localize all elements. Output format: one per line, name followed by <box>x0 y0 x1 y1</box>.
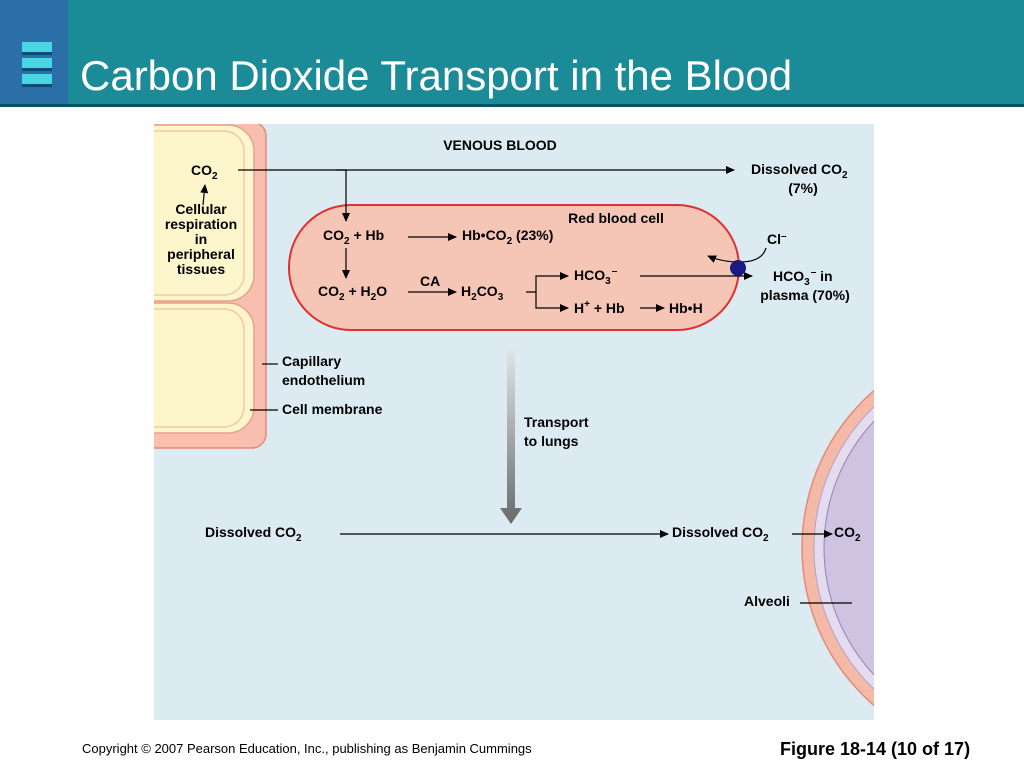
label-cellular-respiration: tissues <box>177 261 225 277</box>
logo-bar <box>22 42 52 55</box>
figure-number: Figure 18-14 (10 of 17) <box>780 739 971 759</box>
label-capillary-endothelium: Capillary <box>282 353 341 369</box>
slide-logo-icon <box>0 0 68 106</box>
tissue-cell-membrane <box>154 130 245 296</box>
tissue-cell-membrane <box>154 308 245 428</box>
logo-bar <box>22 58 52 71</box>
bracket-dissociation <box>526 275 540 309</box>
label-carbonic-anhydrase: CA <box>420 273 440 289</box>
header-divider <box>0 104 1024 107</box>
arrow-respiration-co2 <box>200 184 209 206</box>
label-cellular-respiration: Cellular <box>175 201 227 217</box>
alveolus <box>823 420 874 676</box>
transport-arrow <box>500 347 522 524</box>
label-co2-h2o: CO2 + H2O <box>318 283 387 303</box>
label-venous-blood: VENOUS BLOOD <box>443 137 557 153</box>
label-plasma-percent: plasma (70%) <box>760 287 849 303</box>
label-transport-to-lungs: Transport <box>524 414 589 430</box>
copyright-notice: Copyright © 2007 Pearson Education, Inc.… <box>82 741 532 756</box>
chloride-bicarbonate-exchanger <box>730 260 746 276</box>
label-cellular-respiration: peripheral <box>167 246 235 262</box>
label-capillary-endothelium: endothelium <box>282 372 365 388</box>
label-tissue-co2: CO2 <box>191 162 218 182</box>
label-chloride: Cl– <box>767 231 787 247</box>
logo-bar <box>22 74 52 87</box>
arrow-into-rbc <box>336 169 350 222</box>
label-cellular-respiration: in <box>195 231 207 247</box>
label-carbonic-acid: H2CO3 <box>461 283 504 303</box>
tissue-cell-lower <box>154 302 255 434</box>
label-dissolved-co2-top: Dissolved CO2 <box>751 161 848 181</box>
label-hbh: Hb•H <box>669 300 703 316</box>
label-cellular-respiration: respiration <box>165 216 237 232</box>
label-h-hb: H+ + Hb <box>574 299 625 316</box>
label-dissolved-percent: (7%) <box>788 180 818 196</box>
label-dissolved-co2-left: Dissolved CO2 <box>205 524 302 544</box>
label-alveoli-co2: CO2 <box>834 524 861 544</box>
slide-title: Carbon Dioxide Transport in the Blood <box>80 52 793 99</box>
label-hco3-plasma: HCO3– in <box>773 267 833 288</box>
tissue-cell-upper <box>154 124 255 302</box>
label-transport-to-lungs: to lungs <box>524 433 579 449</box>
label-co2-hb: CO2 + Hb <box>323 227 384 247</box>
label-dissolved-co2-right: Dissolved CO2 <box>672 524 769 544</box>
title-bar: Carbon Dioxide Transport in the Blood <box>0 0 1024 107</box>
label-red-blood-cell: Red blood cell <box>568 210 664 226</box>
label-alveoli: Alveoli <box>744 593 790 609</box>
label-carbaminohemoglobin: Hb•CO2 (23%) <box>462 227 553 247</box>
label-bicarbonate: HCO3– <box>574 266 618 287</box>
label-cell-membrane: Cell membrane <box>282 401 383 417</box>
